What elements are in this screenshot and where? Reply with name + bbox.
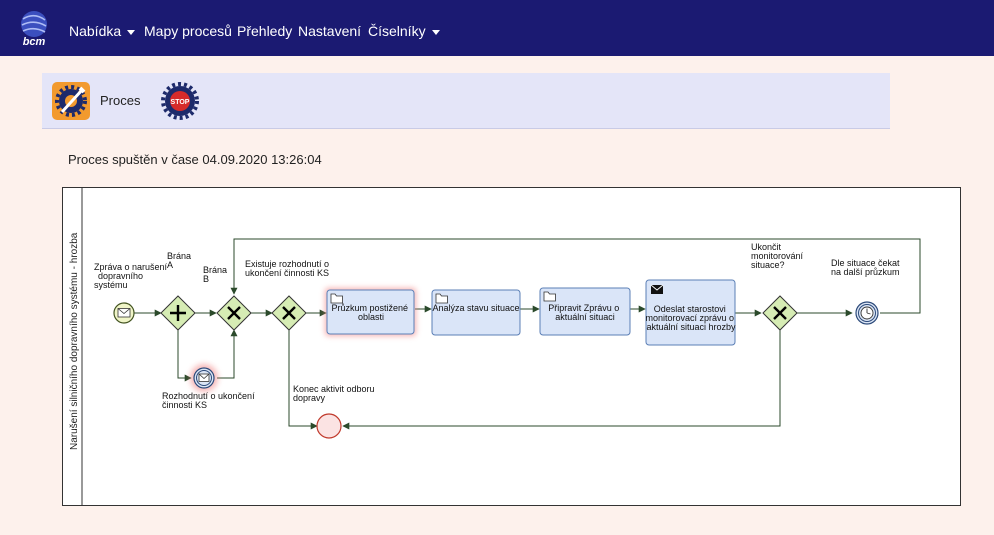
task-pripravit-zpravu[interactable]: Připravit Zprávu o aktuální situaci bbox=[539, 287, 631, 336]
parallel-gateway-a[interactable] bbox=[160, 295, 196, 331]
exclusive-gateway-d[interactable] bbox=[762, 295, 798, 331]
timer-event[interactable] bbox=[855, 301, 879, 325]
start-event-label: Zpráva o narušení dopravního systému bbox=[94, 262, 170, 290]
svg-text:Analýza stavu situace: Analýza stavu situace bbox=[432, 303, 519, 313]
nav-nabidka[interactable]: Nabídka bbox=[69, 23, 136, 40]
svg-text:Průzkum postižené obla: Průzkum postižené oblasti bbox=[331, 303, 410, 322]
exclusive-gateway-c[interactable] bbox=[271, 295, 307, 331]
end-event[interactable] bbox=[316, 413, 342, 439]
process-toolbar: Proces STOP bbox=[42, 73, 890, 129]
process-status-text: Proces spuštěn v čase 04.09.2020 13:26:0… bbox=[68, 152, 322, 167]
intermediate-event-label: Rozhodnutí o ukončení činnosti KS bbox=[162, 391, 257, 410]
folder-icon bbox=[543, 291, 556, 302]
gateway-d-label: Ukončit monitorování situace? bbox=[751, 242, 806, 270]
svg-text:STOP: STOP bbox=[171, 99, 190, 106]
process-label[interactable]: Proces bbox=[100, 93, 141, 108]
start-message-event[interactable] bbox=[113, 302, 135, 324]
folder-icon bbox=[435, 293, 448, 304]
nav-ciselniky[interactable]: Číselníky bbox=[368, 23, 440, 40]
sequence-flows bbox=[134, 238, 921, 430]
exclusive-gateway-b[interactable] bbox=[216, 295, 252, 331]
nav-nastaveni[interactable]: Nastavení bbox=[298, 23, 362, 39]
bcm-logo[interactable]: bcm bbox=[14, 8, 54, 48]
bpmn-diagram: Narušení silničního dopravního systému -… bbox=[62, 187, 961, 506]
svg-text:bcm: bcm bbox=[23, 36, 46, 48]
process-icon[interactable] bbox=[52, 82, 90, 120]
gateway-b-label: Brána B bbox=[203, 265, 230, 284]
gateway-a-label: Brána A bbox=[167, 251, 194, 270]
task-pruzkum[interactable]: Průzkum postižené oblasti bbox=[325, 288, 416, 336]
task-odeslat-zpravu[interactable]: Odeslat starostovi monitorovací zprávu o… bbox=[645, 279, 736, 346]
svg-text:Odeslat starostovi mon: Odeslat starostovi monitorovací zprávu o… bbox=[645, 304, 736, 332]
chevron-down-icon bbox=[431, 29, 440, 35]
folder-icon bbox=[330, 293, 343, 304]
chevron-down-icon bbox=[127, 29, 136, 35]
envelope-icon bbox=[650, 284, 664, 294]
nav-prehledy[interactable]: Přehledy bbox=[237, 23, 293, 39]
intermediate-message-event[interactable] bbox=[190, 364, 218, 392]
task-analyza[interactable]: Analýza stavu situace bbox=[431, 289, 521, 336]
svg-text:Připravit Zprávu o akt: Připravit Zprávu o aktuální situaci bbox=[548, 303, 622, 322]
pool-label: Narušení silničního dopravního systému -… bbox=[69, 232, 80, 450]
gateway-c-label: Existuje rozhodnutí o ukončení činnosti … bbox=[245, 259, 332, 278]
end-event-label: Konec aktivit odboru dopravy bbox=[293, 384, 377, 403]
stop-icon[interactable]: STOP bbox=[161, 82, 199, 120]
nav-mapy-procesu[interactable]: Mapy procesů bbox=[144, 23, 232, 39]
timer-event-label: Dle situace čekat na další průzkum bbox=[831, 258, 902, 277]
top-navbar: bcm Nabídka Mapy procesů Přehledy Nastav… bbox=[0, 0, 994, 56]
